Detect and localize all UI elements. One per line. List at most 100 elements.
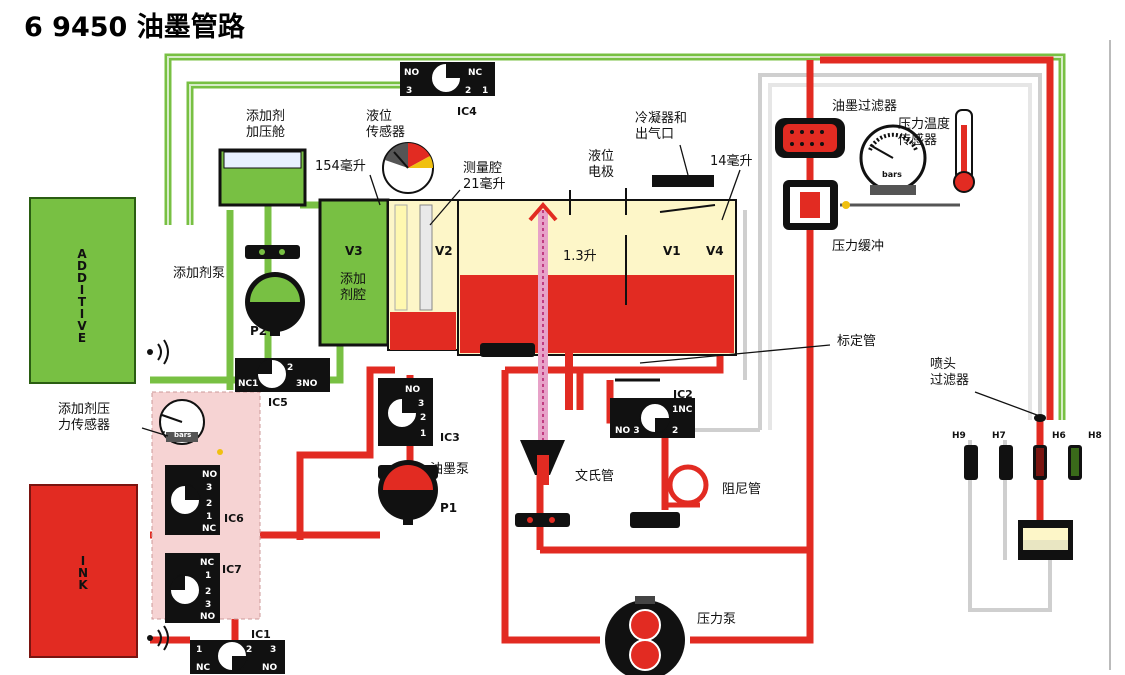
- measure-chamber-ink: [390, 312, 456, 350]
- additive-pressure-gauge: [159, 399, 223, 455]
- label-venturi: 文氏管: [575, 469, 614, 484]
- pressure-buffer: [783, 180, 838, 230]
- label-additive-pressure-sensor: 添加剂压力传感器: [58, 402, 110, 433]
- svg-text:INK: INK: [78, 554, 88, 592]
- ic5-nc1: NC1: [238, 379, 258, 389]
- ic4-nc: NC: [468, 68, 483, 78]
- ic1-label: IC1: [251, 628, 271, 641]
- ic1-nc: NC: [196, 663, 211, 673]
- label-vol-13: 1.3升: [563, 249, 597, 264]
- ic3-2: 2: [420, 413, 426, 423]
- label-ink-filter: 油墨过滤器: [832, 99, 897, 114]
- ic3-label: IC3: [440, 431, 460, 444]
- tank-outlet-coupling: [480, 343, 535, 357]
- ic7-nc: NC: [200, 558, 215, 568]
- valve-ic3: [378, 378, 433, 446]
- ic3-1: 1: [420, 429, 426, 439]
- ic5-3no: 3NO: [296, 379, 318, 389]
- ic4-label: IC4: [457, 105, 477, 118]
- ink-main-return: [690, 60, 814, 644]
- calibration-tube: [565, 350, 573, 410]
- label-pt-sensor: 压力温度传感器: [898, 116, 950, 148]
- ic4-no: NO: [404, 68, 420, 78]
- air-line-h9: [968, 440, 1052, 612]
- ic3-3: 3: [418, 399, 424, 409]
- label-additive-pressurize: 添加剂加压舱: [246, 109, 285, 140]
- ic7-3: 3: [205, 600, 211, 610]
- h6-label: H6: [1052, 431, 1066, 441]
- label-additive-pump: 添加剂泵: [173, 266, 225, 281]
- v3-label: V3: [345, 244, 363, 258]
- ink-level-sensor-icon: [147, 625, 169, 651]
- venturi: [515, 440, 570, 527]
- pressure-temp-sensor: [840, 109, 975, 209]
- valve-ic1: [190, 640, 285, 674]
- label-vol-14: 14毫升: [710, 153, 753, 169]
- ink-pump-left: [501, 370, 600, 644]
- ic7-label: IC7: [222, 563, 242, 576]
- ic6-nc: NC: [202, 524, 217, 534]
- additive-lines-inner: [167, 56, 1063, 420]
- nozzle-filters: [964, 414, 1082, 480]
- ic7-no: NO: [200, 612, 216, 622]
- pressure-pump: [605, 596, 685, 675]
- measure-chamber-tube-2: [394, 204, 408, 311]
- label-level-sensor: 液位传感器: [366, 109, 405, 140]
- v1-label: V1: [663, 244, 681, 258]
- label-level-electrode: 液位电极: [588, 149, 614, 180]
- main-ink-tank-fluid: [460, 275, 734, 353]
- ic1-no: NO: [262, 663, 278, 673]
- additive-chamber: [318, 198, 390, 347]
- ic2-1nc: 1NC: [672, 405, 693, 415]
- label-calibration-tube: 标定管: [837, 334, 876, 349]
- label-condenser: 冷凝器和出气口: [635, 110, 687, 142]
- v2-label: V2: [435, 244, 453, 258]
- ic4-1: 1: [482, 86, 488, 96]
- page-title: 6 9450 油墨管路: [24, 11, 246, 43]
- air-line-inner: [768, 83, 1032, 430]
- ic7-2: 2: [205, 587, 211, 597]
- valve-ic2: [610, 398, 695, 438]
- ic7-1: 1: [205, 571, 211, 581]
- venturi-feed-tube: [528, 201, 558, 455]
- additive-pump-coupling: [245, 245, 300, 259]
- pressurize-chamber-top: [223, 151, 302, 169]
- ic2-no3: NO 3: [615, 426, 640, 436]
- ic5-2: 2: [287, 363, 293, 373]
- label-nozzle-filter: 喷头过滤器: [930, 357, 969, 388]
- bars-ink: bars: [882, 170, 902, 179]
- label-ink-pump: 油墨泵: [430, 462, 469, 477]
- ink-p1-to-chamber: [296, 366, 395, 540]
- valve-ic4: [400, 62, 495, 96]
- ic4-2: 2: [465, 86, 471, 96]
- ic1-3: 3: [270, 645, 276, 655]
- air-line-outer: [758, 73, 1042, 430]
- ic6-1: 1: [206, 512, 212, 522]
- p2-label: P2: [250, 324, 267, 338]
- p1-label: P1: [440, 501, 457, 515]
- damper-tube: [630, 464, 709, 528]
- leader-lines: [141, 144, 1038, 437]
- ic5-label: IC5: [268, 396, 288, 409]
- measure-chamber-tube: [419, 204, 433, 311]
- label-pressure-buffer: 压力缓冲: [832, 239, 884, 254]
- ic4-3: 3: [406, 86, 412, 96]
- h7-label: H7: [992, 431, 1006, 441]
- condenser: [652, 175, 714, 187]
- ic2-2: 2: [672, 426, 678, 436]
- label-vol-154: 154毫升: [315, 158, 366, 174]
- v4-label: V4: [706, 244, 724, 258]
- label-damper-tube: 阻尼管: [722, 482, 761, 497]
- h8-label: H8: [1088, 431, 1102, 441]
- ic6-2: 2: [206, 499, 212, 509]
- ic3-no: NO: [405, 385, 421, 395]
- ic1-1: 1: [196, 645, 202, 655]
- level-sensor-dial: [382, 142, 434, 194]
- bars-additive: bars: [174, 431, 191, 439]
- label-pressure-pump: 压力泵: [697, 612, 736, 627]
- h9-label: H9: [952, 431, 966, 441]
- valve-ic6: [165, 465, 220, 535]
